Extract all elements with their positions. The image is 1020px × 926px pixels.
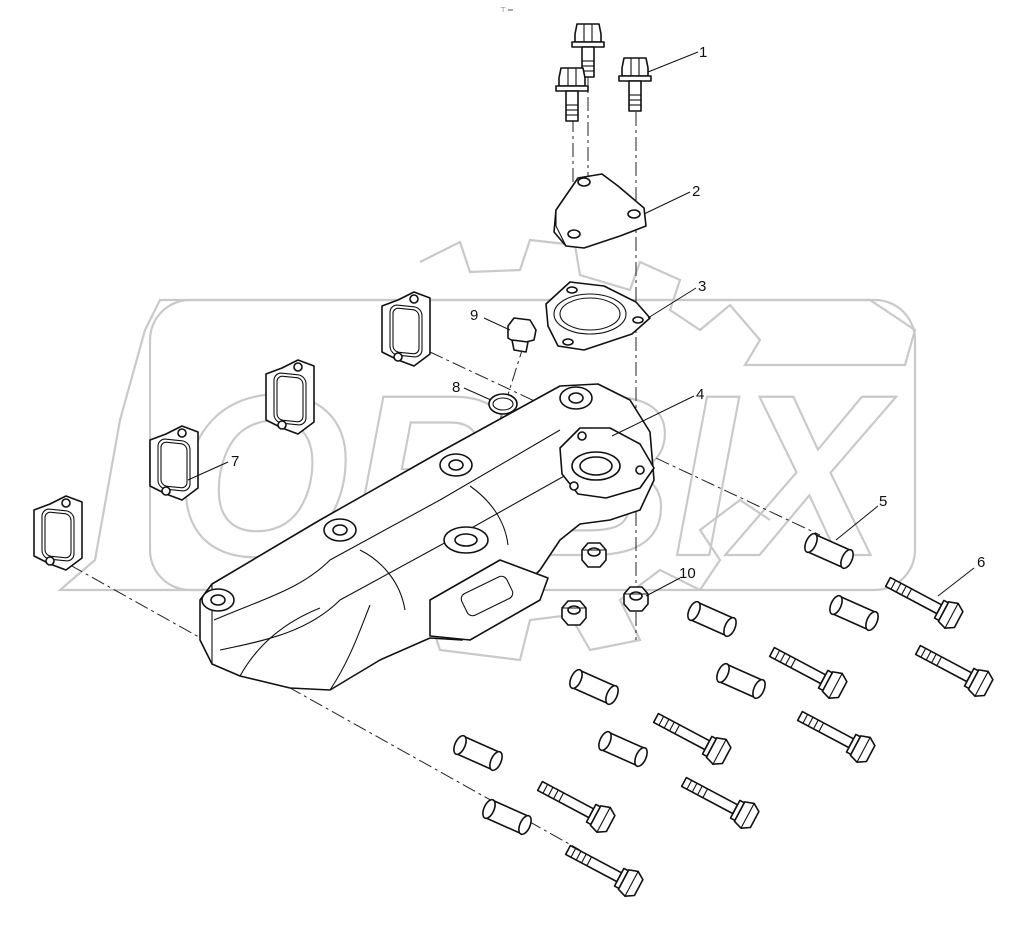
callout-label-1: 1	[699, 44, 707, 61]
callout-label-5: 5	[879, 493, 887, 510]
callout-7: 7	[187, 453, 239, 481]
callout-label-7: 7	[231, 453, 239, 470]
callout-5: 5	[835, 493, 887, 541]
spacer-sleeve-8	[479, 797, 535, 837]
callout-1: 1	[647, 44, 707, 73]
flange-gasket	[545, 281, 651, 351]
port-gasket-2	[265, 359, 315, 435]
callout-8: 8	[452, 379, 492, 401]
hex-nut-2	[561, 600, 587, 626]
exhaust-manifold	[199, 383, 655, 691]
port-gasket-4	[33, 495, 83, 571]
spacer-sleeve-5	[566, 667, 622, 707]
flange-bolts	[555, 23, 652, 122]
callout-label-3: 3	[698, 278, 706, 295]
screw-plug	[507, 317, 537, 353]
callout-3: 3	[647, 278, 706, 319]
callout-9: 9	[470, 307, 511, 331]
flange-bolt-3	[618, 57, 652, 112]
flange-bolt-2	[555, 67, 589, 122]
manifold-bolt-3	[764, 638, 851, 703]
header-mark: ⊤ ═	[500, 7, 513, 14]
seal-ring	[488, 393, 518, 415]
port-gasket-1	[381, 291, 431, 367]
callout-label-8: 8	[452, 379, 460, 396]
spacer-sleeve-6	[595, 729, 651, 769]
manifold-bolt-6	[676, 768, 763, 833]
manifold-bolt-1	[880, 568, 967, 633]
callout-2: 2	[643, 183, 700, 215]
callout-6: 6	[937, 554, 985, 597]
hex-nut-1	[581, 542, 607, 568]
callout-label-10: 10	[679, 565, 696, 582]
callout-label-2: 2	[692, 183, 700, 200]
callout-4: 4	[611, 386, 704, 437]
callout-label-4: 4	[696, 386, 704, 403]
callout-label-9: 9	[470, 307, 478, 324]
manifold-bolt-7	[532, 772, 619, 837]
hex-nut-3	[623, 586, 649, 612]
manifold-bolt-2	[910, 636, 997, 701]
spacer-sleeve-3	[684, 599, 740, 639]
cover-plate	[553, 173, 647, 249]
callout-10: 10	[645, 565, 696, 597]
spacer-sleeve-4	[713, 661, 769, 701]
callouts: 1 2 3 4 5 6 7 8	[187, 44, 985, 597]
callout-label-6: 6	[977, 554, 985, 571]
manifold-bolt-8	[560, 836, 647, 901]
manifold-bolt-4	[792, 702, 879, 767]
watermark-gear-outline	[57, 238, 917, 662]
spacer-sleeve-7	[450, 733, 506, 773]
manifold-bolt-5	[648, 704, 735, 769]
port-gasket-3	[149, 425, 199, 501]
